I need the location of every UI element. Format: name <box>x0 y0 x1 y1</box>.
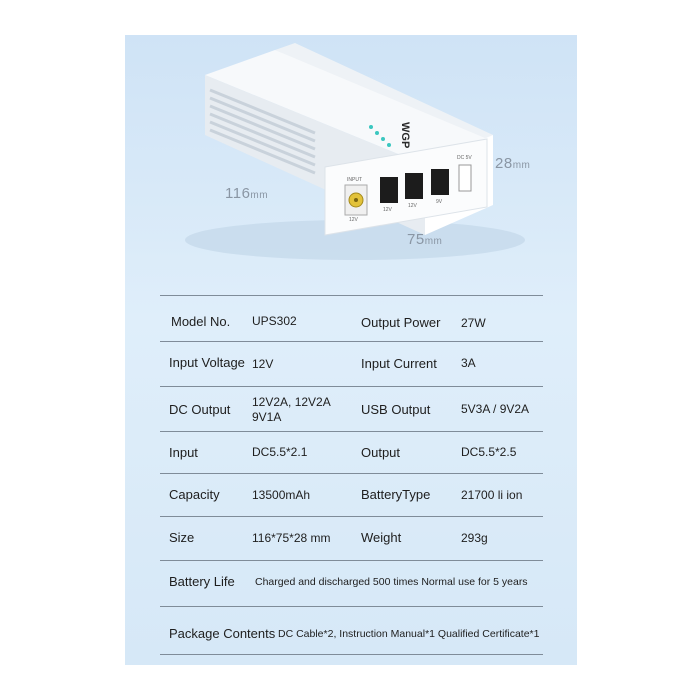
dc-port-1 <box>380 177 398 203</box>
table-row: DC Output 12V2A, 12V2A 9V1A USB Output 5… <box>160 386 543 431</box>
spec-value: UPS302 <box>252 314 297 328</box>
spec-value: 3A <box>461 356 476 370</box>
spec-value: 12V2A, 12V2A <box>252 395 331 409</box>
spec-value: 13500mAh <box>252 488 311 502</box>
svg-text:12V: 12V <box>408 203 418 209</box>
width-dimension: 75mm <box>407 231 443 248</box>
spec-label: Capacity <box>169 487 220 502</box>
svg-text:INPUT: INPUT <box>347 177 362 183</box>
spec-value: 5V3A / 9V2A <box>461 402 530 416</box>
table-row: Capacity 13500mAh BatteryType 21700 li i… <box>160 473 543 516</box>
product-panel: WGP INPUT 12V 12V 12V 9V DC 5V 116mm 75m… <box>125 35 577 665</box>
length-dimension: 116mm <box>225 185 269 202</box>
svg-text:9V: 9V <box>436 199 443 205</box>
spec-label: Package Contents <box>169 626 276 641</box>
led-indicators <box>369 125 391 147</box>
svg-text:12V: 12V <box>383 207 393 213</box>
spec-value: DC5.5*2.1 <box>252 445 308 459</box>
table-row: Input DC5.5*2.1 Output DC5.5*2.5 <box>160 431 543 473</box>
table-row: Input Voltage 12V Input Current 3A <box>160 341 543 386</box>
spec-label: Input <box>169 445 198 460</box>
spec-label: Output Power <box>361 315 441 330</box>
spec-value: DC5.5*2.5 <box>461 445 517 459</box>
usb-port <box>458 164 472 192</box>
ups-device-illustration: WGP INPUT 12V 12V 12V 9V DC 5V <box>185 43 525 260</box>
table-row: Model No. UPS302 Output Power 27W <box>160 295 543 341</box>
spec-label: Input Current <box>361 356 437 371</box>
spec-value: 21700 li ion <box>461 488 523 502</box>
spec-label: Input Voltage <box>169 355 245 370</box>
table-row: Battery Life Charged and discharged 500 … <box>160 560 543 606</box>
spec-label: BatteryType <box>361 487 431 502</box>
dc-port-3 <box>431 169 449 195</box>
spec-value: 12V <box>252 357 274 371</box>
table-row: Package Contents DC Cable*2, Instruction… <box>160 606 543 655</box>
spec-label: Size <box>169 530 195 545</box>
spec-label: Battery Life <box>169 574 235 589</box>
spec-value: 27W <box>461 316 486 330</box>
spec-value: DC Cable*2, Instruction Manual*1 Qualifi… <box>278 628 540 640</box>
table-row: Size 116*75*28 mm Weight 293g <box>160 516 543 560</box>
spec-label: Output <box>361 445 401 460</box>
dc-port-2 <box>405 173 423 199</box>
spec-value: Charged and discharged 500 times Normal … <box>255 576 528 588</box>
svg-text:12V: 12V <box>349 217 359 223</box>
spec-table: Model No. UPS302 Output Power 27W Input … <box>160 295 543 655</box>
spec-label: Model No. <box>171 314 231 329</box>
spec-value: 116*75*28 mm <box>252 531 331 545</box>
height-dimension: 28mm <box>495 155 531 172</box>
spec-label: USB Output <box>361 402 431 417</box>
spec-value: 293g <box>461 531 488 545</box>
brand-logo: WGP <box>399 122 411 148</box>
spec-label: DC Output <box>169 402 231 417</box>
svg-text:DC 5V: DC 5V <box>457 155 472 161</box>
spec-label: Weight <box>361 530 402 545</box>
spec-value: 9V1A <box>252 410 282 424</box>
